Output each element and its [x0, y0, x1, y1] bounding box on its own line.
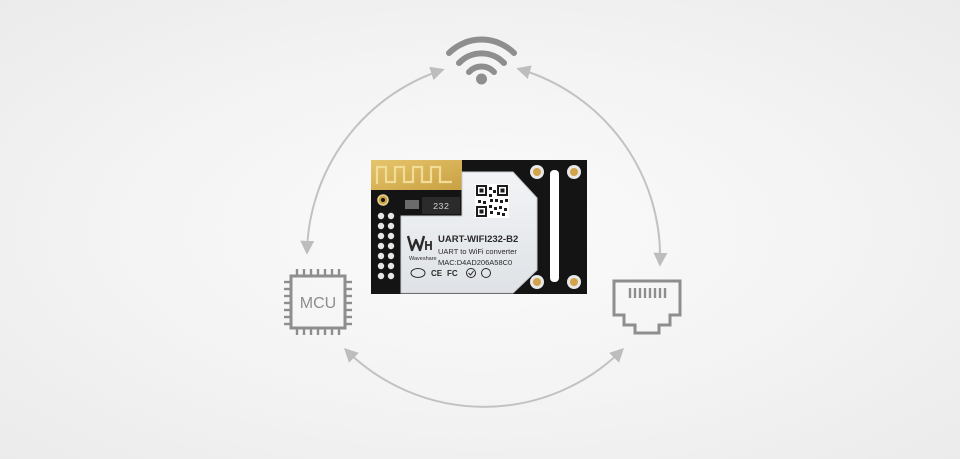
wifi-cert-icon [410, 268, 426, 278]
rohs-cert-icon [481, 268, 491, 278]
chip-icon [284, 269, 352, 335]
checkmark-cert-icon [466, 268, 476, 278]
cert-mark-fc: FC [447, 269, 458, 278]
wifi-module-board: 232 Wav [371, 160, 587, 294]
waveshare-logo-icon [406, 235, 432, 252]
cert-mark-ce: CE [431, 269, 443, 278]
pcb-antenna [371, 160, 462, 190]
brand-name: Waveshare [409, 256, 437, 262]
module-description: UART to WiFi converter [438, 247, 517, 256]
arrow-ethernet-to-mcu [344, 348, 624, 408]
pin-header [377, 212, 395, 280]
chip-marking: 232 [433, 202, 449, 212]
module-mac: MAC:D4AD206A58C0 [438, 258, 512, 267]
module-model: UART-WIFI232-B2 [438, 234, 518, 245]
slot-cutout [550, 170, 559, 282]
arrow-mcu-to-wifi [300, 66, 445, 255]
arrow-wifi-to-ethernet [516, 65, 668, 267]
wifi-icon [446, 36, 517, 85]
qr-code [475, 184, 509, 218]
mcu-label: MCU [300, 295, 336, 312]
ethernet-port-icon [612, 279, 682, 335]
